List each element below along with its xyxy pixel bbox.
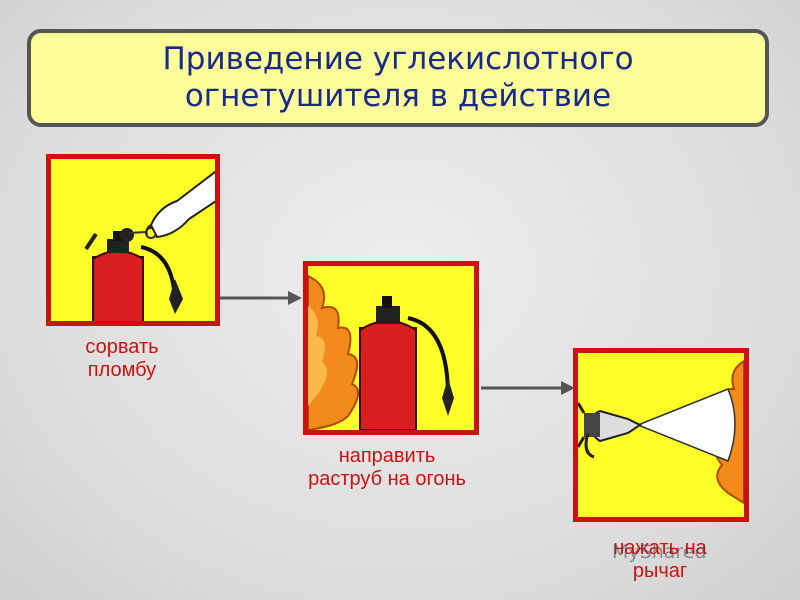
- step-2-label: направить раструб на огонь: [308, 445, 466, 490]
- press-lever-icon: [578, 359, 744, 505]
- step-3-panel: [573, 348, 749, 522]
- arrow-icon: [481, 381, 575, 395]
- title-banner: Приведение углекислотного огнетушителя в…: [27, 29, 769, 127]
- watermark: MyShared: [612, 541, 707, 563]
- pull-seal-icon: [84, 170, 215, 321]
- step-1-label: сорвать пломбу: [85, 336, 159, 381]
- aim-horn-icon: [308, 274, 454, 430]
- step-2-panel: [303, 261, 479, 435]
- arrow-icon: [220, 291, 302, 305]
- page-title: Приведение углекислотного огнетушителя в…: [162, 41, 634, 114]
- step-1-panel: [46, 154, 220, 326]
- step-3-label: нажать на рычаг: [613, 537, 707, 582]
